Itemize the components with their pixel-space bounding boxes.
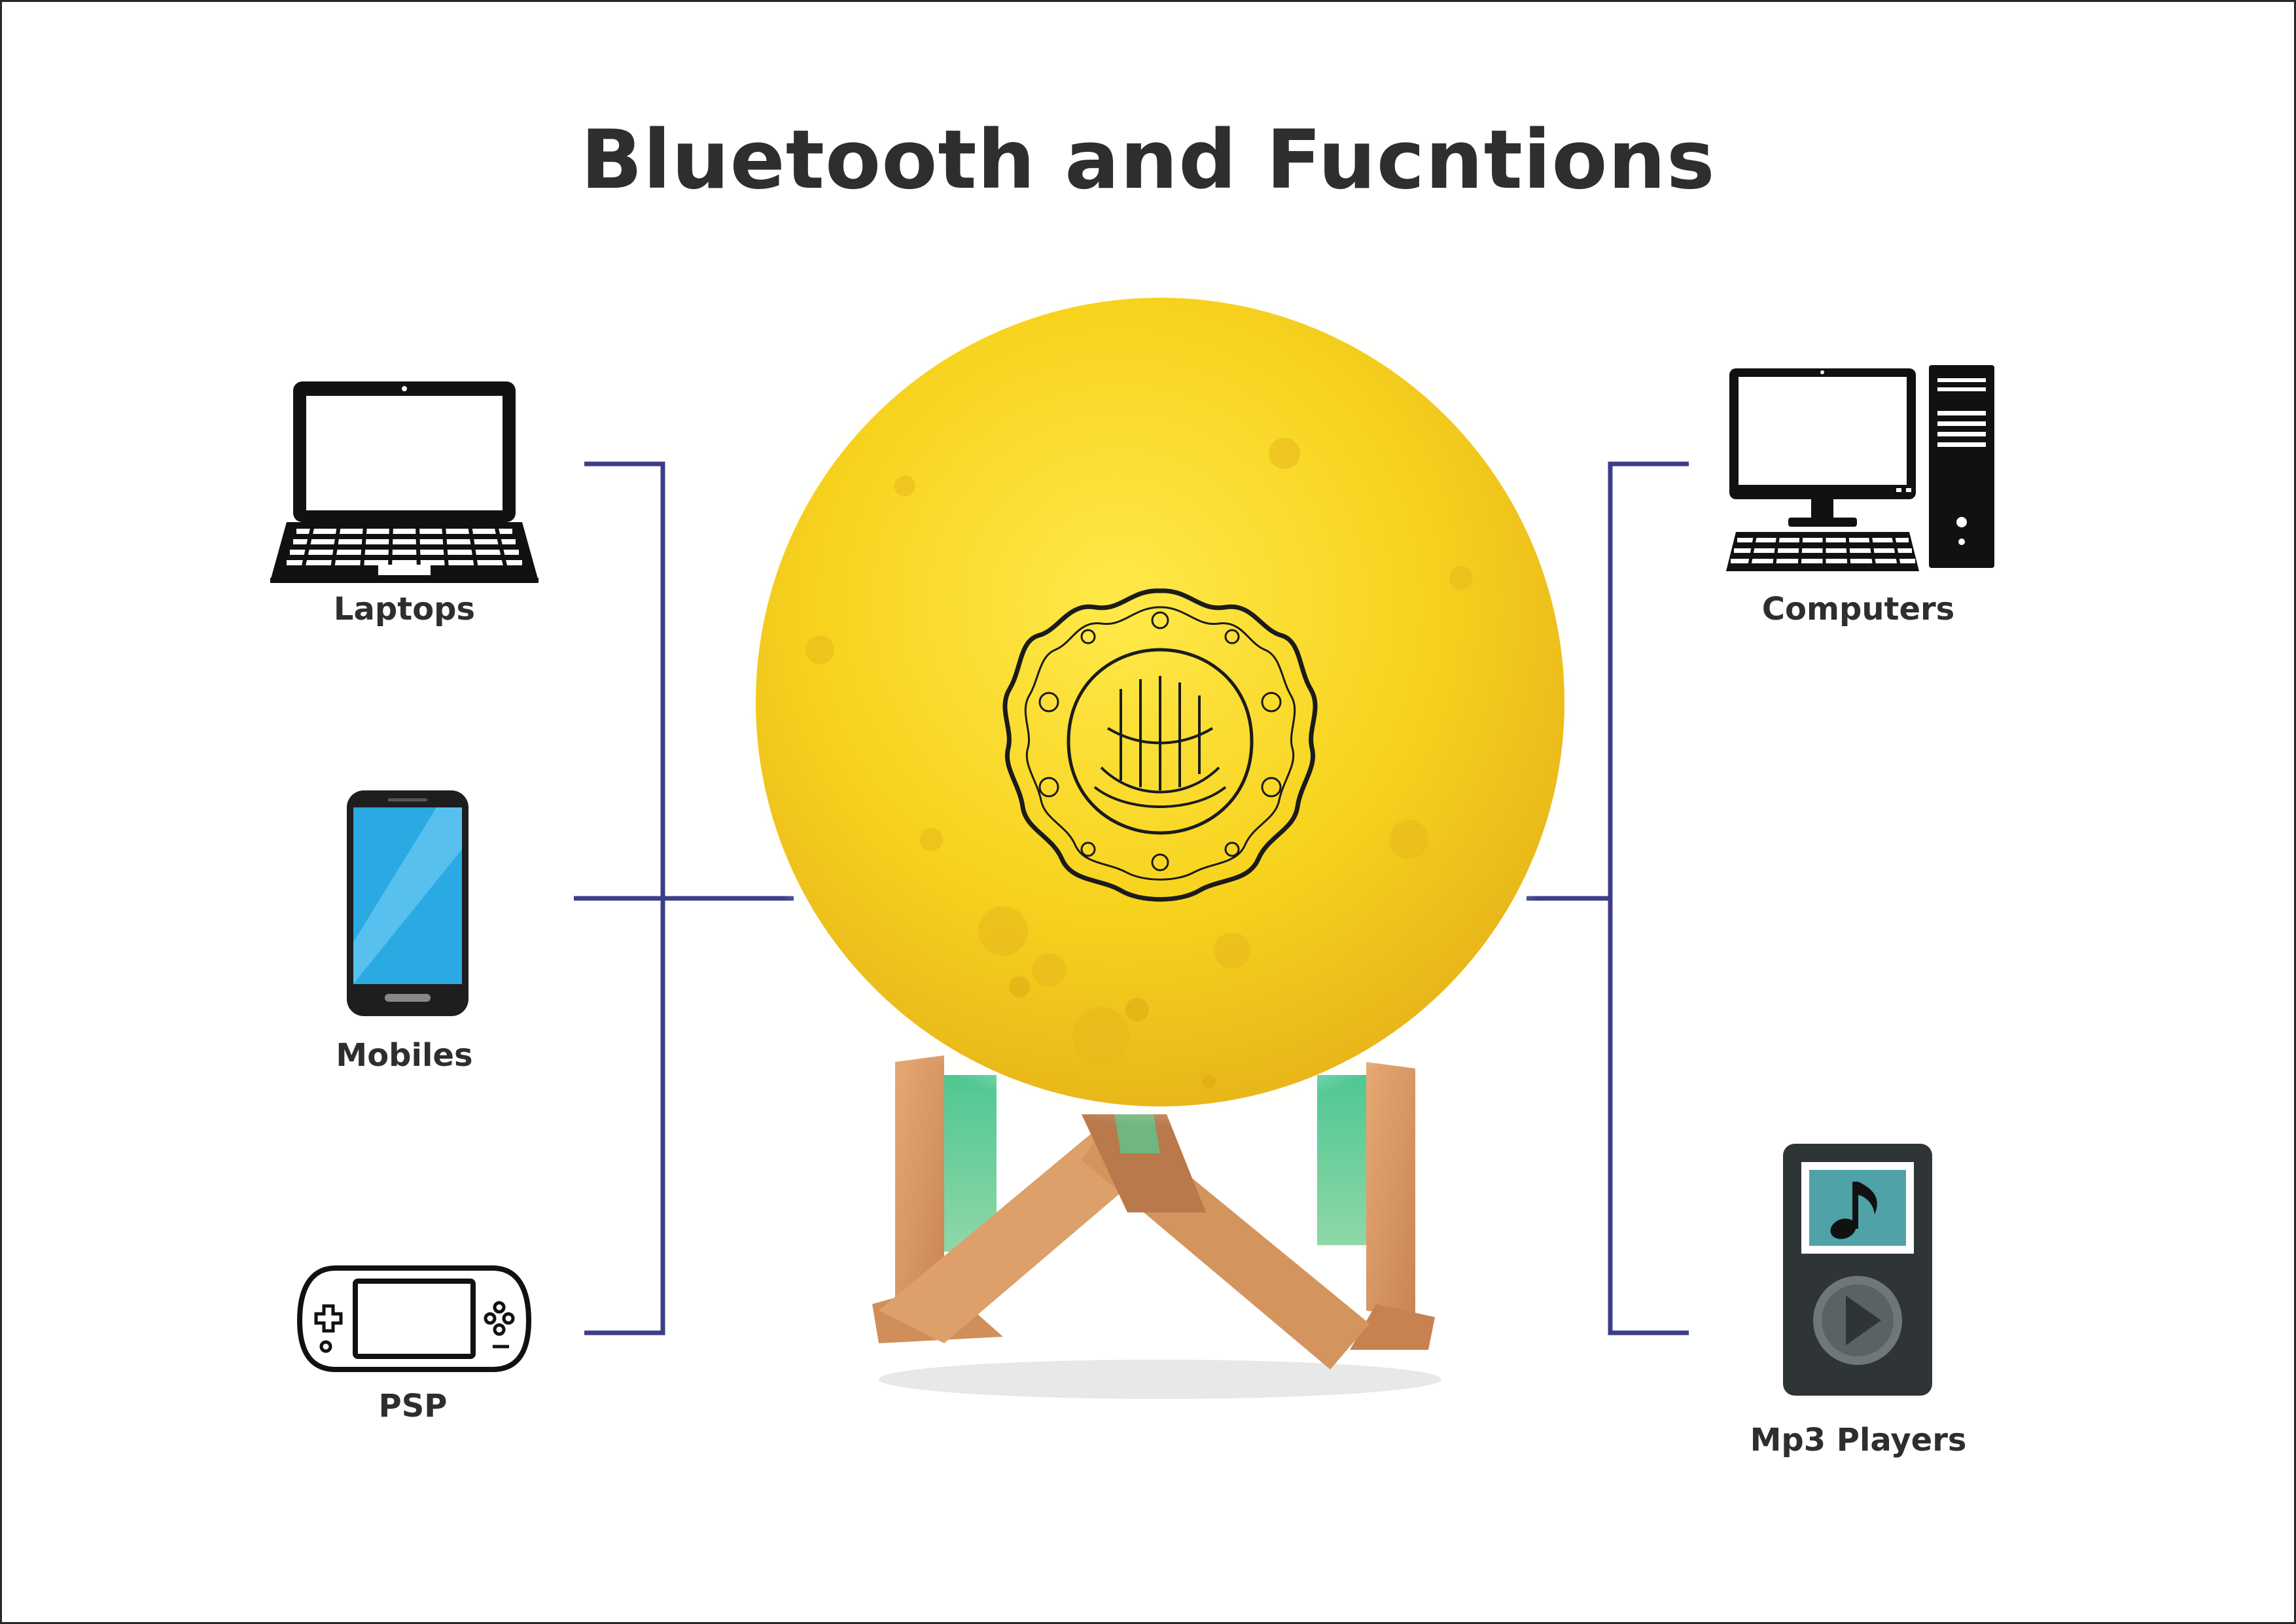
psp-label: PSP <box>378 1388 448 1424</box>
mp3-player-icon <box>1783 1144 1932 1396</box>
computers-label: Computers <box>1761 591 1955 627</box>
page-title: Bluetooth and Fucntions <box>580 113 1716 207</box>
moon-lamp <box>735 277 1585 1127</box>
psp-icon <box>296 1265 532 1372</box>
wooden-stand <box>872 1055 1441 1399</box>
mobile-icon <box>347 790 468 1016</box>
laptop-icon <box>270 381 539 583</box>
laptops-label: Laptops <box>333 591 476 627</box>
mobiles-label: Mobiles <box>336 1037 473 1074</box>
computer-icon <box>1726 365 1994 571</box>
mp3-players-label: Mp3 Players <box>1750 1422 1967 1458</box>
left-connector <box>574 461 794 1335</box>
right-connector <box>1527 461 1689 1335</box>
medallion-emblem <box>1002 588 1318 902</box>
